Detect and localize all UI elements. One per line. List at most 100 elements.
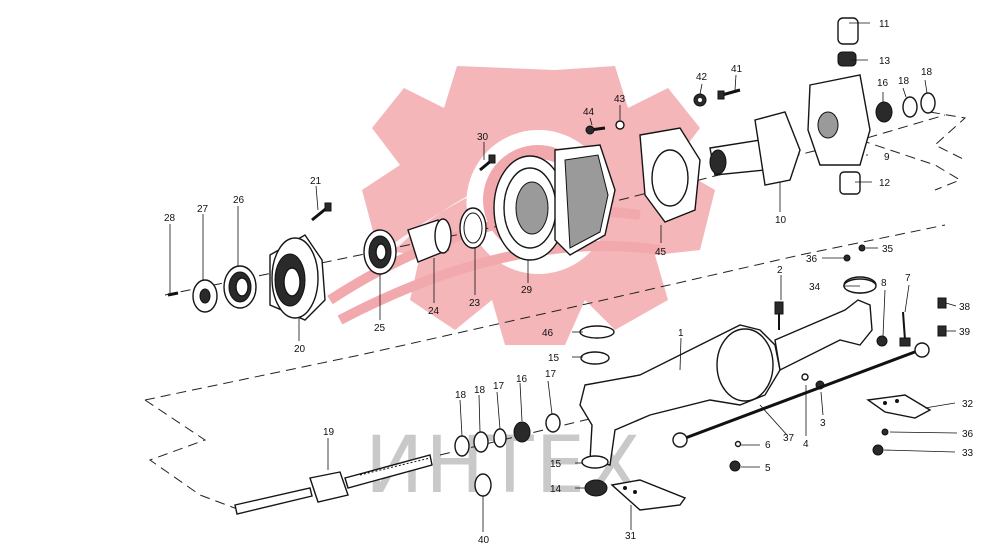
callout-13: 13 — [879, 56, 891, 67]
callout-2: 2 — [777, 265, 783, 276]
seal-18-b — [920, 92, 936, 114]
seal-18-c — [454, 435, 470, 457]
callout-26: 26 — [233, 195, 245, 206]
bushing-13 — [837, 51, 857, 67]
axis-right-zigzag — [929, 111, 967, 161]
callout-17-left: 17 — [493, 381, 505, 392]
callout-3: 3 — [820, 418, 826, 429]
callout-32: 32 — [962, 399, 974, 410]
callout-18-lower-b: 18 — [474, 385, 486, 396]
axle-spindle-10 — [709, 111, 801, 186]
callout-25: 25 — [374, 323, 386, 334]
axis-lower — [144, 224, 946, 401]
callout-18-top-b: 18 — [921, 67, 933, 78]
ring-23 — [459, 207, 487, 249]
nut-5 — [729, 460, 741, 472]
drive-shaft-19 — [234, 454, 433, 515]
fitting-2 — [774, 301, 784, 330]
leader-lines — [169, 22, 958, 532]
tie-rod-37 — [672, 342, 930, 448]
callout-17-right: 17 — [545, 369, 557, 380]
nut-33 — [872, 444, 884, 456]
callout-15-upper: 15 — [548, 353, 560, 364]
seal-18-a — [902, 96, 918, 118]
callout-11: 11 — [879, 19, 890, 30]
callout-30: 30 — [477, 132, 489, 143]
callout-42: 42 — [696, 72, 708, 83]
bearing-16-lower — [513, 421, 531, 443]
callout-45: 45 — [655, 247, 667, 258]
ring-17-right — [545, 413, 561, 433]
bearing-26 — [223, 265, 257, 309]
callout-7: 7 — [905, 273, 911, 284]
callout-31: 31 — [625, 531, 637, 542]
lever-32 — [866, 394, 932, 419]
axis-lower-zigzag — [144, 399, 241, 511]
callout-33: 33 — [962, 448, 974, 459]
pin-28 — [167, 291, 179, 297]
bolt-30 — [479, 154, 496, 172]
callout-43: 43 — [614, 94, 626, 105]
bushing-38 — [937, 297, 947, 309]
bearing-14 — [584, 479, 608, 497]
callout-6: 6 — [765, 440, 771, 451]
callout-37: 37 — [783, 433, 795, 444]
watermark-swoosh-line-2 — [337, 240, 661, 325]
callout-20: 20 — [294, 344, 306, 355]
backing-plate-45 — [639, 127, 701, 223]
axle-housing-bore — [716, 328, 774, 402]
bushing-11 — [837, 17, 859, 45]
callout-labels: 1 2 3 4 5 6 7 8 9 10 11 12 13 14 15 15 1… — [164, 19, 974, 546]
callout-4: 4 — [803, 439, 809, 450]
callout-40: 40 — [478, 535, 490, 546]
washer-43 — [615, 120, 625, 130]
callout-9: 9 — [884, 152, 890, 163]
bolt-35 — [858, 244, 866, 252]
callout-35: 35 — [882, 244, 894, 255]
drum-29 — [493, 155, 567, 261]
callout-8: 8 — [881, 278, 887, 289]
callout-36-upper: 36 — [806, 254, 818, 265]
callout-18-top-a: 18 — [898, 76, 910, 87]
callout-28: 28 — [164, 213, 176, 224]
callout-10: 10 — [775, 215, 787, 226]
brake-assembly — [554, 144, 616, 256]
nut-27 — [192, 279, 218, 313]
callout-24: 24 — [428, 306, 440, 317]
callout-23: 23 — [469, 298, 481, 309]
callout-1: 1 — [678, 328, 684, 339]
bushing-12 — [839, 171, 861, 195]
callout-29: 29 — [521, 285, 533, 296]
callout-21: 21 — [310, 176, 322, 187]
spacer-24 — [407, 218, 452, 263]
bolt-44 — [585, 125, 606, 135]
pin-36-upper — [843, 254, 851, 262]
ring-17-left — [493, 428, 507, 448]
callout-27: 27 — [197, 204, 209, 215]
bolt-7 — [899, 311, 911, 347]
callout-44: 44 — [583, 107, 595, 118]
nut-8 — [876, 335, 888, 347]
washer-15-upper — [580, 351, 610, 365]
callout-38: 38 — [959, 302, 971, 313]
callout-5: 5 — [765, 463, 771, 474]
drive-shaft-group — [234, 421, 531, 515]
callout-16-top: 16 — [877, 78, 889, 89]
callout-41: 41 — [731, 64, 743, 75]
callout-46: 46 — [542, 328, 554, 339]
knuckle-9 — [807, 74, 871, 166]
axle-housing-group — [545, 244, 947, 511]
axis-upper — [164, 114, 946, 296]
washer-15-lower — [581, 455, 609, 469]
axis-upper-zigzag — [859, 139, 962, 191]
hub-group — [167, 17, 936, 321]
callout-34: 34 — [809, 282, 821, 293]
callout-18-lower-a: 18 — [455, 390, 467, 401]
bearing-16-top — [875, 101, 893, 123]
bolt-41 — [717, 88, 741, 100]
callout-19: 19 — [323, 427, 335, 438]
pin-6 — [734, 440, 742, 448]
pin-36-lower — [881, 428, 889, 436]
callout-15-lower: 15 — [550, 459, 562, 470]
